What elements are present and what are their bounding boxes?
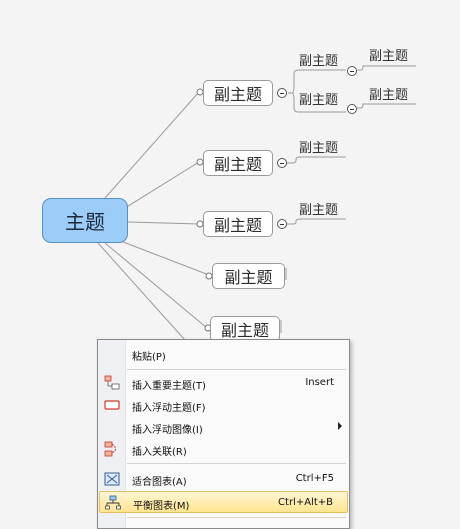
menu-item-label: 插入浮动主题(F) bbox=[132, 403, 206, 414]
menu-item-paste[interactable]: 粘贴(P) bbox=[99, 343, 348, 365]
collapse-toggle-icon[interactable] bbox=[277, 88, 287, 98]
leaf-topic[interactable]: 副主题 bbox=[299, 203, 339, 218]
menu-separator bbox=[127, 517, 346, 518]
menu-item-shortcut: Ctrl+Alt+B bbox=[278, 497, 333, 508]
subtopic-5[interactable]: 副主题 bbox=[210, 316, 280, 342]
leaf-topic[interactable]: 副主题 bbox=[299, 93, 339, 108]
leaf-topic[interactable]: 副主题 bbox=[369, 88, 409, 103]
menu-item-label: 平衡图表(M) bbox=[133, 501, 190, 512]
menu-item-label: 粘贴(P) bbox=[132, 352, 166, 363]
menu-separator bbox=[127, 369, 346, 370]
menu-item-insert-relationship[interactable]: 插入关联(R) bbox=[99, 438, 348, 460]
subtopic-2[interactable]: 副主题 bbox=[203, 150, 273, 176]
menu-item-insert-floating-topic[interactable]: 插入浮动主题(F) bbox=[99, 394, 348, 416]
leaf-topic[interactable]: 副主题 bbox=[299, 141, 339, 156]
collapse-toggle-icon[interactable] bbox=[277, 158, 287, 168]
central-topic[interactable]: 主题 bbox=[42, 198, 128, 243]
menu-item-shortcut: Ctrl+F5 bbox=[295, 473, 334, 484]
leaf-topic[interactable]: 副主题 bbox=[369, 49, 409, 64]
subtopic-3[interactable]: 副主题 bbox=[203, 211, 273, 237]
fit-map-icon bbox=[104, 472, 120, 486]
menu-item-label: 插入重要主题(T) bbox=[132, 381, 206, 392]
menu-item-insert-main-topic[interactable]: 插入重要主题(T) Insert bbox=[99, 372, 348, 394]
collapse-toggle-icon[interactable] bbox=[347, 66, 357, 76]
menu-separator bbox=[127, 463, 346, 464]
menu-item-label: 适合图表(A) bbox=[132, 477, 187, 488]
menu-item-fit-map[interactable]: 适合图表(A) Ctrl+F5 bbox=[99, 468, 348, 490]
floating-topic-icon bbox=[104, 400, 120, 410]
menu-item-shortcut: Insert bbox=[305, 377, 334, 388]
menu-item-label: 插入浮动图像(I) bbox=[132, 425, 203, 436]
balance-map-icon bbox=[105, 495, 121, 510]
collapse-toggle-icon[interactable] bbox=[277, 219, 287, 229]
submenu-arrow-icon bbox=[338, 422, 342, 430]
leaf-topic[interactable]: 副主题 bbox=[299, 54, 339, 69]
menu-item-insert-floating-image[interactable]: 插入浮动图像(I) bbox=[99, 416, 348, 438]
context-menu: 粘贴(P) 插入重要主题(T) Insert 插入浮动主题(F) 插入浮动图像(… bbox=[97, 339, 350, 529]
relationship-icon bbox=[104, 441, 116, 457]
insert-topic-icon bbox=[104, 375, 120, 390]
subtopic-1[interactable]: 副主题 bbox=[203, 80, 273, 106]
menu-item-balance-map[interactable]: 平衡图表(M) Ctrl+Alt+B bbox=[99, 491, 348, 513]
collapse-toggle-icon[interactable] bbox=[347, 104, 357, 114]
menu-item-label: 插入关联(R) bbox=[132, 447, 187, 458]
subtopic-4[interactable]: 副主题 bbox=[212, 263, 285, 289]
